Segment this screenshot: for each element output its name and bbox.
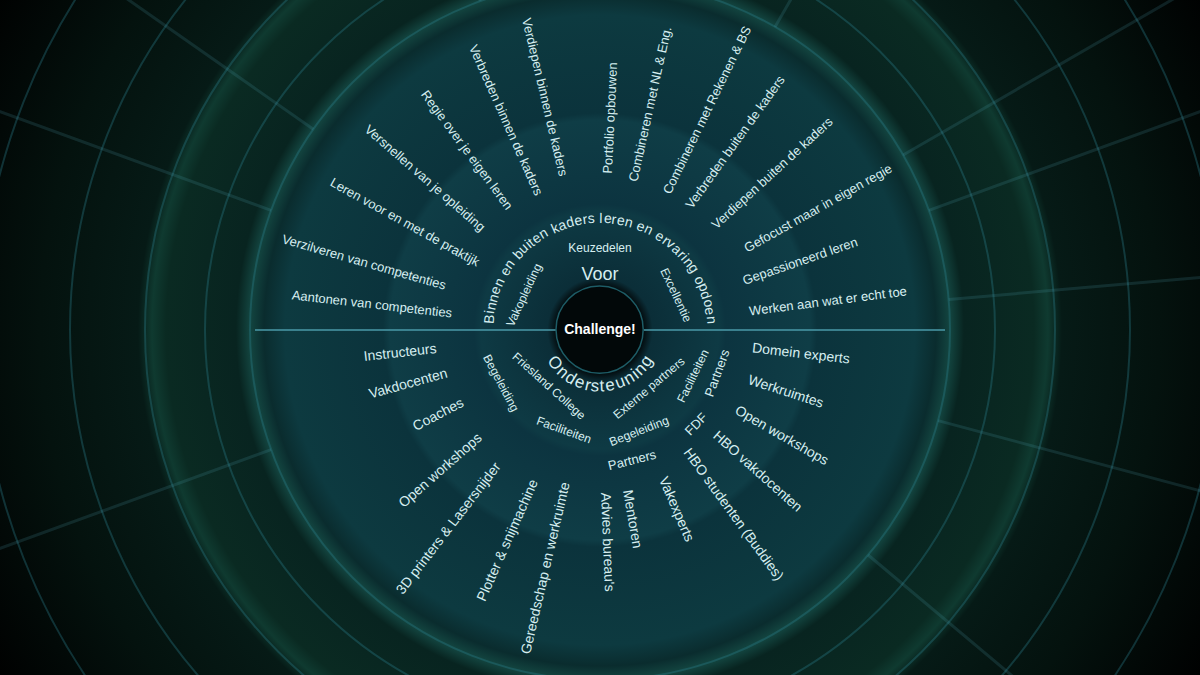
arc-letter: i xyxy=(679,251,692,262)
arc-letter: p xyxy=(696,281,712,294)
arc-letter: e xyxy=(573,213,583,228)
arc-letter: n xyxy=(631,360,650,379)
light-beam xyxy=(292,0,480,1)
arc-letter: o xyxy=(692,273,708,286)
arc-letter: d xyxy=(699,289,715,301)
light-beam xyxy=(775,0,1050,27)
arc-letter: g xyxy=(686,261,702,275)
arc-letter: a xyxy=(669,241,684,257)
light-beam xyxy=(0,450,271,638)
arc-letter: r xyxy=(582,212,589,227)
arc-letter: r xyxy=(660,232,672,246)
light-beam xyxy=(949,252,1200,300)
spoke-label: Advies bureau's xyxy=(599,492,617,592)
arc-letter: e xyxy=(572,373,587,392)
section-title: Voor xyxy=(581,265,618,283)
center-title: Challenge! xyxy=(564,322,636,337)
arc-letter: e xyxy=(653,228,667,244)
arc-letter: O xyxy=(544,353,566,374)
arc-letter: u xyxy=(516,240,531,256)
background-ring xyxy=(250,0,950,675)
arc-letter: e xyxy=(703,306,718,316)
arc-letter: b xyxy=(510,247,526,262)
arc-letter: o xyxy=(701,298,716,309)
arc-letter: l xyxy=(600,211,603,225)
light-beam xyxy=(0,0,313,129)
arc-letter xyxy=(690,269,704,279)
arc-letter: n xyxy=(704,315,719,324)
arc-letter xyxy=(507,253,520,265)
arc-letter: n xyxy=(483,301,498,312)
arc-letter xyxy=(494,272,508,282)
arc-letter: i xyxy=(522,238,533,251)
light-beam xyxy=(938,421,1200,563)
arc-letter: r xyxy=(611,212,617,226)
arc-letter xyxy=(544,223,554,237)
arc-letter: i xyxy=(482,310,496,315)
arc-letter: e xyxy=(497,264,513,278)
arc-letter: e xyxy=(603,211,612,225)
arc-letter xyxy=(650,225,660,239)
arc-letter: s xyxy=(590,377,600,395)
arc-letter: k xyxy=(549,220,561,236)
arc-letter: v xyxy=(664,236,678,251)
background-ring xyxy=(145,0,1055,675)
arc-letter: e xyxy=(529,230,543,246)
light-beam xyxy=(0,22,271,210)
arc-letter: n xyxy=(624,214,635,230)
arc-letter: d xyxy=(562,368,579,387)
arc-letter: t xyxy=(600,377,605,394)
arc-letter: n xyxy=(620,368,637,387)
light-beam xyxy=(868,555,1200,675)
arc-letter: e xyxy=(487,284,503,296)
arc-letter: e xyxy=(635,218,647,234)
arc-letter: r xyxy=(583,376,592,394)
arc-letter xyxy=(631,216,639,231)
center-circle: Challenge! xyxy=(555,285,644,374)
arc-letter: r xyxy=(675,247,688,260)
arc-letter: u xyxy=(612,373,627,392)
arc-letter: n xyxy=(553,362,571,381)
arc-letter: g xyxy=(637,353,656,370)
arc-letter: B xyxy=(481,314,496,325)
arc-letter: s xyxy=(587,211,595,226)
arc-letter: n xyxy=(485,292,501,303)
arc-letter: n xyxy=(491,276,507,289)
arc-letter: n xyxy=(501,257,517,272)
arc-letter: a xyxy=(556,217,568,233)
arc-letter: n xyxy=(537,225,551,241)
ring-label: Keuzedelen xyxy=(568,242,631,254)
divider-line xyxy=(255,329,556,331)
arc-letter: i xyxy=(628,366,641,382)
arc-letter: e xyxy=(604,376,616,394)
divider-line xyxy=(644,329,945,331)
arc-letter: d xyxy=(564,214,575,230)
arc-letter: n xyxy=(681,254,697,269)
arc-letter: e xyxy=(616,212,626,227)
center-disk xyxy=(556,286,643,373)
light-beam xyxy=(903,0,1200,155)
arc-letter xyxy=(595,211,599,225)
arc-letter: n xyxy=(643,221,656,237)
arc-letter: t xyxy=(525,235,537,248)
background-ring xyxy=(70,0,1130,675)
background-ring xyxy=(205,0,995,675)
